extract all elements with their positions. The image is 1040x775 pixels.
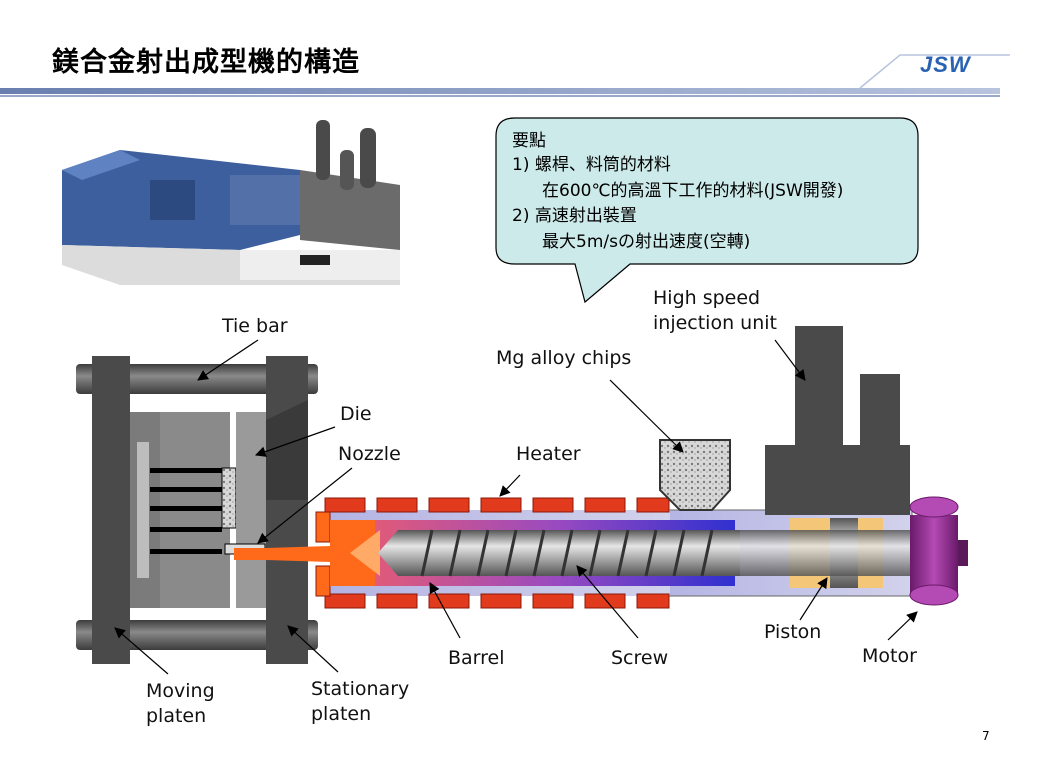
label-barrel: Barrel: [448, 647, 505, 669]
label-die: Die: [340, 403, 372, 425]
tie-bar-bottom: [76, 620, 318, 650]
label-tie-bar: Tie bar: [221, 315, 288, 337]
callout-point-1: 1) 螺桿、料筒的材料: [512, 155, 671, 175]
clamping-unit: [76, 356, 318, 664]
callout-point-2-detail: 最大5m/sの射出速度(空轉): [542, 232, 750, 252]
page-number: 7: [982, 729, 990, 743]
high-speed-unit: [765, 445, 910, 515]
jsw-logo: JSW: [920, 52, 971, 77]
leader-lines: [114, 339, 918, 675]
moving-platen: [92, 356, 130, 664]
callout-bubble: 要點 1) 螺桿、料筒的材料 在600℃的高溫下工作的材料(JSW開發) 2) …: [495, 117, 919, 304]
molten-metal: [234, 520, 375, 586]
label-moving: Moving: [146, 680, 215, 702]
callout-heading: 要點: [512, 131, 546, 151]
injection-unit: [234, 326, 968, 609]
stationary-platen: [266, 356, 308, 664]
label-mg-alloy-chips: Mg alloy chips: [496, 347, 631, 369]
label-moving-platen: platen: [146, 705, 206, 727]
machine-photo: [40, 115, 420, 295]
motor: [909, 496, 968, 606]
label-high-speed: High speed: [653, 287, 760, 309]
tie-bar-top: [76, 364, 318, 394]
callout-point-2: 2) 高速射出裝置: [512, 206, 637, 226]
label-heater: Heater: [516, 443, 581, 465]
label-nozzle: Nozzle: [338, 443, 401, 465]
label-piston: Piston: [764, 621, 821, 643]
label-screw: Screw: [611, 647, 668, 669]
hopper: [659, 439, 731, 511]
label-stationary: Stationary: [311, 678, 409, 700]
header-rule: [0, 54, 1010, 97]
die-stationary-half: [236, 412, 268, 608]
label-stationary-platen: platen: [311, 703, 371, 725]
callout-point-1-detail: 在600℃的高溫下工作的材料(JSW開發): [542, 181, 843, 201]
heater-bands: [315, 497, 670, 609]
label-motor: Motor: [862, 645, 917, 667]
label-injection-unit: injection unit: [653, 312, 777, 334]
screw: [378, 530, 740, 576]
slide-title: 鎂合金射出成型機的構造: [52, 47, 360, 78]
